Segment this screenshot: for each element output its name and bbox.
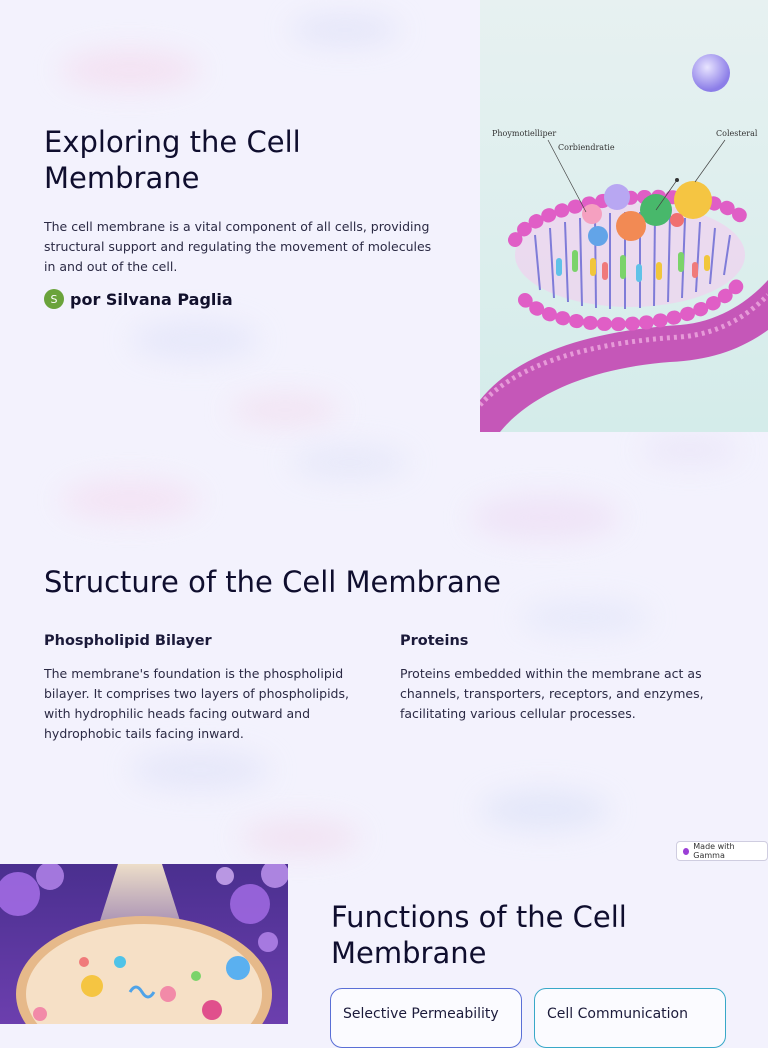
column-heading: Phospholipid Bilayer xyxy=(44,633,212,649)
badge-label: Made with Gamma xyxy=(693,842,735,860)
column-text: Proteins embedded within the membrane ac… xyxy=(400,666,704,721)
hero-label: Phoymotielliper xyxy=(492,129,556,138)
cell-membrane-illustration: Phoymotielliper Corbiendratie Colesteral xyxy=(480,0,768,432)
background-blob xyxy=(290,445,410,480)
intro-text: The cell membrane is a vital component o… xyxy=(44,219,432,274)
content-column: Proteins Proteins embedded within the me… xyxy=(400,632,720,724)
slide-title: Exploring the Cell Membrane xyxy=(44,125,301,195)
background-blob xyxy=(230,395,340,425)
title-slide: Exploring the Cell Membrane The cell mem… xyxy=(0,0,768,432)
background-blob xyxy=(290,15,400,45)
background-blob xyxy=(130,320,260,360)
function-card[interactable]: Cell Communication xyxy=(534,988,726,1048)
section-title: Functions of the Cell Membrane xyxy=(331,900,627,970)
author-byline: S por Silvana Paglia xyxy=(44,289,233,309)
content-column: Phospholipid Bilayer The membrane's foun… xyxy=(44,632,364,744)
column-text: The membrane's foundation is the phospho… xyxy=(44,666,349,741)
background-blob xyxy=(60,480,200,520)
background-blob xyxy=(480,790,610,830)
made-with-gamma-badge[interactable]: Made with Gamma xyxy=(676,841,768,861)
avatar: S xyxy=(44,289,64,309)
column-heading: Proteins xyxy=(400,633,469,649)
function-card[interactable]: Selective Permeability xyxy=(330,988,522,1048)
hero-label: Colesteral xyxy=(716,129,758,138)
hero-label: Corbiendratie xyxy=(558,143,615,152)
card-label: Cell Communication xyxy=(547,1006,688,1022)
background-blob xyxy=(470,495,620,540)
background-blob xyxy=(60,50,200,90)
author-name: por Silvana Paglia xyxy=(70,289,233,309)
background-blob xyxy=(640,435,740,465)
background-blob xyxy=(520,600,650,635)
section-title: Structure of the Cell Membrane xyxy=(44,565,501,599)
background-blob xyxy=(240,820,360,855)
cell-illustration xyxy=(0,864,288,1024)
card-label: Selective Permeability xyxy=(343,1006,499,1022)
gamma-logo-icon xyxy=(683,847,690,855)
background-blob xyxy=(130,750,270,790)
